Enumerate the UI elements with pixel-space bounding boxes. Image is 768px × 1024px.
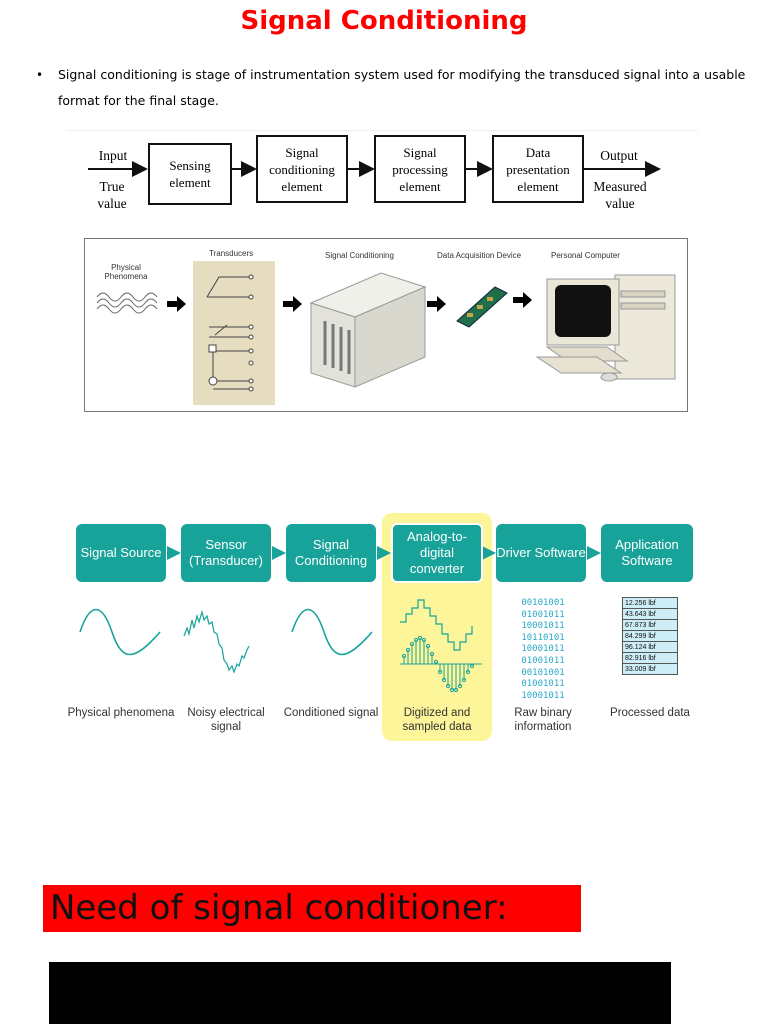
binary-line: 00101001 bbox=[521, 667, 565, 678]
transducers-label: Transducers bbox=[209, 249, 254, 258]
caption-physical: Physical phenomena bbox=[67, 707, 175, 719]
stage-box-sensing: Sensing element bbox=[148, 143, 232, 205]
system-drawing bbox=[96, 261, 676, 405]
table-row: 67.873 lbf bbox=[622, 619, 678, 631]
stepped-digital-wave bbox=[400, 599, 473, 651]
stage-driver-software: Driver Software bbox=[496, 524, 586, 582]
physical-wave-icon bbox=[96, 292, 158, 314]
sampled-stem-plot bbox=[400, 635, 482, 693]
table-cell: 84.299 lbf bbox=[622, 630, 678, 642]
binary-line: 10001011 bbox=[521, 690, 565, 701]
daq-card-icon bbox=[456, 286, 508, 328]
bullet-text: Signal conditioning is stage of instrume… bbox=[58, 67, 746, 108]
need-heading-text: Need of signal conditioner: bbox=[50, 888, 508, 928]
table-row: 33.009 lbf bbox=[622, 663, 678, 675]
page-title: Signal Conditioning bbox=[240, 6, 528, 36]
signal-conditioning-label: Signal Conditioning bbox=[325, 251, 394, 260]
stage-box-presentation: Data presentation element bbox=[492, 135, 584, 203]
noisy-sine-wave bbox=[183, 609, 250, 674]
stage-signal-source: Signal Source bbox=[76, 524, 166, 582]
stage-signal-conditioning: Signal Conditioning bbox=[286, 524, 376, 582]
pc-label: Personal Computer bbox=[551, 251, 620, 260]
block-diagram-arrows bbox=[88, 161, 661, 177]
binary-line: 01001011 bbox=[521, 609, 565, 620]
caption-processed: Processed data bbox=[610, 707, 690, 719]
binary-line: 10110101 bbox=[521, 632, 565, 643]
stage-box-conditioning: Signal conditioning element bbox=[256, 135, 348, 203]
binary-line: 10001011 bbox=[521, 621, 565, 632]
measured-value-label: Measured value bbox=[593, 179, 647, 211]
binary-line: 00101001 bbox=[521, 598, 565, 608]
stage-adc: Analog-to-digital converter bbox=[391, 523, 483, 583]
table-cell: 33.009 lbf bbox=[622, 663, 678, 675]
black-content-bar bbox=[49, 962, 671, 1024]
output-label: Output bbox=[600, 148, 638, 163]
table-cell: 67.873 lbf bbox=[622, 619, 678, 631]
table-cell: 82.916 lbf bbox=[622, 652, 678, 664]
flow-arrows bbox=[167, 292, 532, 312]
table-row: 84.299 lbf bbox=[622, 630, 678, 642]
caption-raw-binary: Raw binary information bbox=[514, 707, 572, 733]
daq-label: Data Acquisition Device bbox=[437, 251, 522, 260]
input-label: Input bbox=[98, 148, 128, 163]
physical-sine-wave bbox=[79, 608, 161, 656]
table-cell: 43.643 lbf bbox=[622, 608, 678, 620]
stage-application-software: Application Software bbox=[601, 524, 693, 582]
transducer-panel-icon bbox=[193, 261, 275, 405]
instrumentation-block-diagram: Input True value Sensing element Signal … bbox=[66, 130, 698, 221]
signal-conditioning-chassis-icon bbox=[309, 272, 427, 388]
conditioned-sine-wave bbox=[291, 608, 373, 656]
table-row: 12.256 lbf bbox=[622, 597, 678, 609]
binary-line: 10001011 bbox=[521, 644, 565, 655]
bullet-point: • Signal conditioning is stage of instru… bbox=[36, 62, 748, 114]
raw-binary-list: 00101001 01001011 10001011 10110101 1000… bbox=[508, 598, 578, 702]
table-row: 43.643 lbf bbox=[622, 608, 678, 620]
table-row: 82.916 lbf bbox=[622, 652, 678, 664]
table-cell: 12.256 lbf bbox=[622, 597, 678, 609]
stage-sensor: Sensor (Transducer) bbox=[181, 524, 271, 582]
caption-digitized: Digitized and sampled data bbox=[402, 707, 472, 733]
need-section-heading: Need of signal conditioner: bbox=[43, 885, 581, 932]
table-cell: 96.124 lbf bbox=[622, 641, 678, 653]
daq-arrows-and-waves bbox=[79, 546, 601, 693]
processed-data-table: 12.256 lbf 43.643 lbf 67.873 lbf 84.299 … bbox=[622, 597, 678, 675]
true-value-label: True value bbox=[97, 179, 127, 211]
stage-box-processing: Signal processing element bbox=[374, 135, 466, 203]
measurement-system-illustration: Physical Phenomena Transducers Signal Co… bbox=[84, 238, 688, 412]
binary-line: 01001011 bbox=[521, 679, 565, 690]
table-row: 96.124 lbf bbox=[622, 641, 678, 653]
daq-signal-chain-diagram: Signal Source Sensor (Transducer) Signal… bbox=[0, 510, 768, 750]
bullet-dot: • bbox=[36, 68, 44, 82]
caption-noisy: Noisy electrical signal bbox=[187, 707, 265, 733]
physical-phenomena-label: Physical Phenomena bbox=[104, 263, 148, 281]
personal-computer-icon bbox=[535, 274, 676, 382]
caption-conditioned: Conditioned signal bbox=[283, 707, 379, 719]
binary-line: 01001011 bbox=[521, 655, 565, 666]
